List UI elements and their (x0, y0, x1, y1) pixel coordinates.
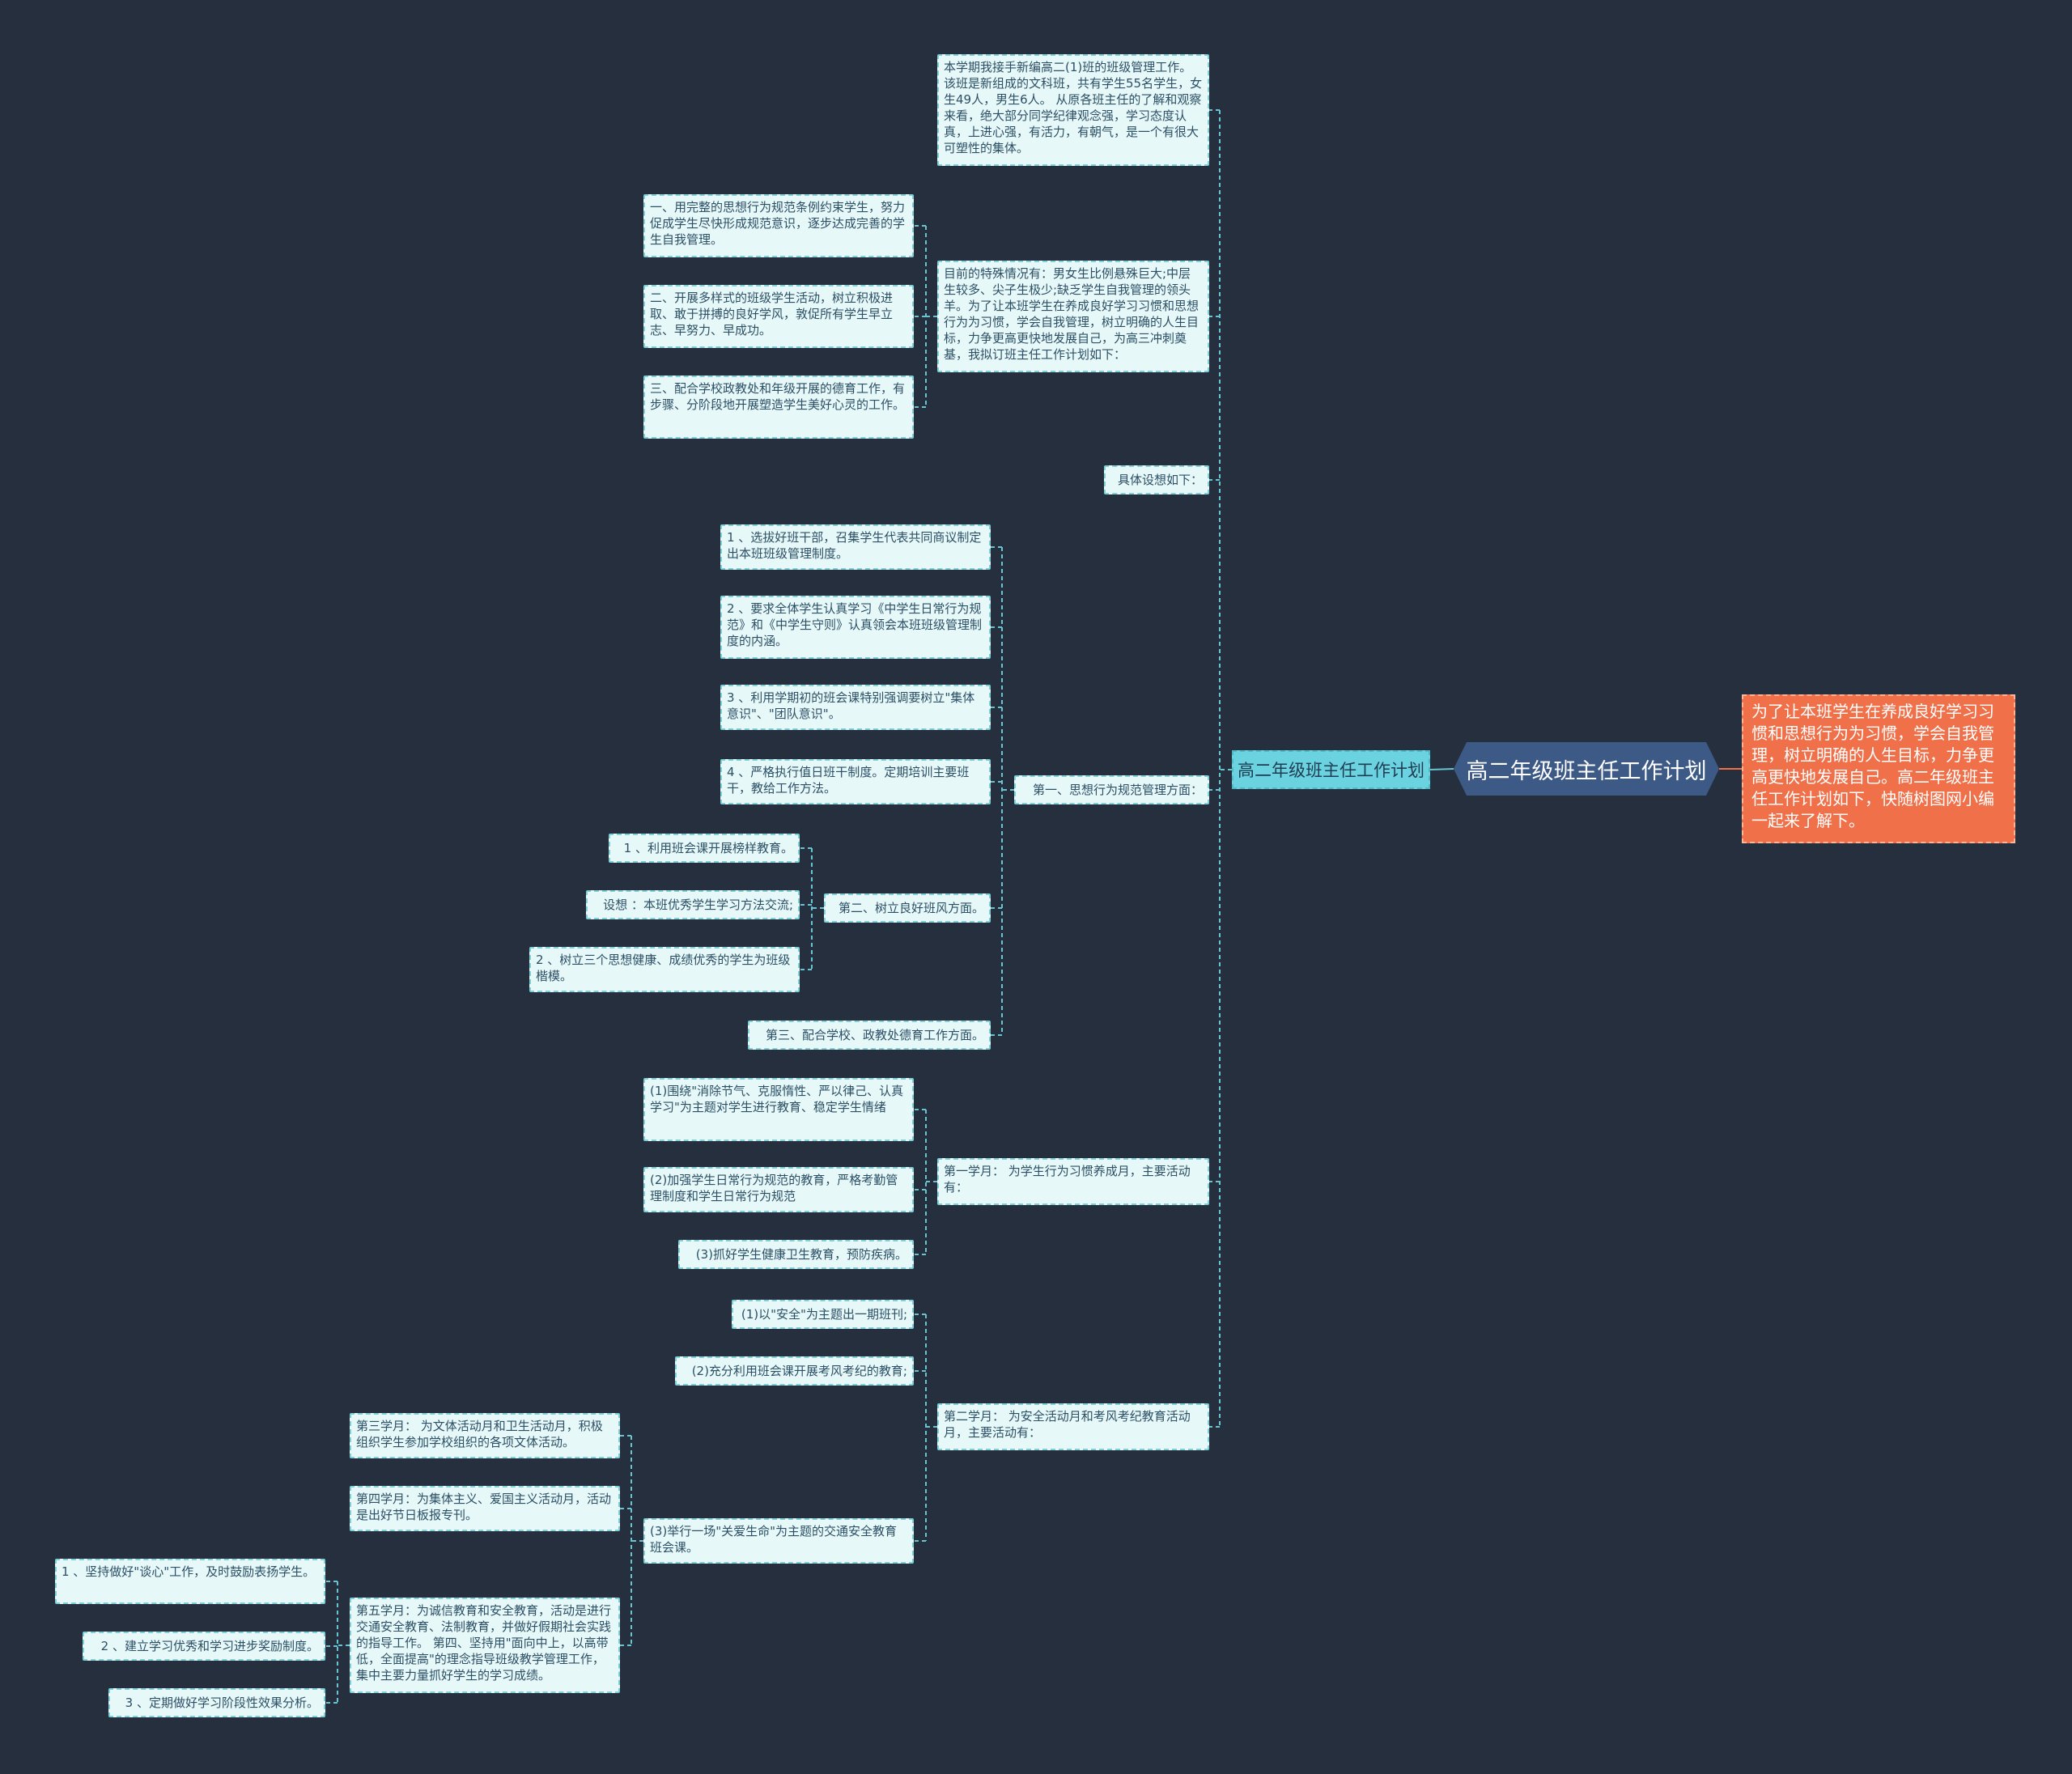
month4-node[interactable]: 第四学月：为集体主义、爱国主义活动月，活动是出好节日板报专刊。 (350, 1486, 620, 1531)
month1-item[interactable]: (3)抓好学生健康卫生教育，预防疾病。 (678, 1240, 914, 1269)
main-topic[interactable]: 高二年级班主任工作计划 (1232, 750, 1430, 789)
month3-node[interactable]: 第三学月： 为文体活动月和卫生活动月，积极组织学生参加学校组织的各项文体活动。 (350, 1413, 620, 1458)
situation-item[interactable]: 二、开展多样式的班级学生活动，树立积极进取、敢于拼搏的良好学风，敦促所有学生早立… (643, 285, 914, 348)
behavior-item[interactable]: 3 、利用学期初的班会课特别强调要树立"集体意识"、"团队意识"。 (720, 685, 991, 730)
behavior-node[interactable]: 第一、思想行为规范管理方面： (1014, 775, 1209, 804)
plan-label-node[interactable]: 具体设想如下： (1104, 465, 1209, 494)
class-style-item[interactable]: 1 、利用班会课开展榜样教育。 (609, 834, 800, 863)
month1-item[interactable]: (1)围绕"消除节气、克服惰性、严以律己、认真学习"为主题对学生进行教育、稳定学… (643, 1078, 914, 1141)
class-style-item[interactable]: 2 、树立三个思想健康、成绩优秀的学生为班级楷模。 (529, 947, 800, 992)
situation-item[interactable]: 三、配合学校政教处和年级开展的德育工作，有步骤、分阶段地开展塑造学生美好心灵的工… (643, 376, 914, 439)
month2-item[interactable]: (1)以"安全"为主题出一期班刊; (732, 1300, 914, 1329)
root-topic[interactable]: 高二年级班主任工作计划 (1454, 742, 1719, 796)
month5-item[interactable]: 3 、定期做好学习阶段性效果分析。 (108, 1688, 325, 1717)
main-connector (1429, 768, 1454, 770)
situation-node[interactable]: 目前的特殊情况有：男女生比例悬殊巨大;中层生较多、尖子生极少;缺乏学生自我管理的… (937, 261, 1209, 372)
month5-item[interactable]: 2 、建立学习优秀和学习进步奖励制度。 (83, 1632, 325, 1661)
class-style-item[interactable]: 设想 ：本班优秀学生学习方法交流; (586, 890, 800, 919)
traffic-safety-node[interactable]: (3)举行一场"关爱生命"为主题的交通安全教育班会课。 (643, 1518, 914, 1564)
summary-note[interactable]: 为了让本班学生在养成良好学习习惯和思想行为为习惯，学会自我管理，树立明确的人生目… (1742, 694, 2015, 843)
behavior-item[interactable]: 1 、选拔好班干部，召集学生代表共同商议制定出本班班级管理制度。 (720, 524, 991, 570)
class-style-node[interactable]: 第二、树立良好班风方面。 (824, 893, 991, 923)
month2-node[interactable]: 第二学月： 为安全活动月和考风考纪教育活动月，主要活动有： (937, 1403, 1209, 1450)
month5-node[interactable]: 第五学月：为诚信教育和安全教育，活动是进行交通安全教育、法制教育，并做好假期社会… (350, 1598, 620, 1693)
moral-work-node[interactable]: 第三、配合学校、政教处德育工作方面。 (748, 1021, 991, 1050)
month5-item[interactable]: 1 、坚持做好"谈心"工作，及时鼓励表扬学生。 (55, 1559, 325, 1604)
situation-item[interactable]: 一、用完整的思想行为规范条例约束学生，努力促成学生尽快形成规范意识，逐步达成完善… (643, 194, 914, 257)
month1-item[interactable]: (2)加强学生日常行为规范的教育，严格考勤管理制度和学生日常行为规范 (643, 1167, 914, 1212)
month1-node[interactable]: 第一学月： 为学生行为习惯养成月，主要活动有： (937, 1158, 1209, 1205)
behavior-item[interactable]: 4 、严格执行值日班干制度。定期培训主要班干，教给工作方法。 (720, 759, 991, 804)
month2-item[interactable]: (2)充分利用班会课开展考风考纪的教育; (675, 1356, 914, 1386)
behavior-item[interactable]: 2 、要求全体学生认真学习《中学生日常行为规范》和《中学生守则》认真领会本班班级… (720, 596, 991, 659)
intro-node[interactable]: 本学期我接手新编高二(1)班的班级管理工作。该班是新组成的文科班，共有学生55名… (937, 54, 1209, 166)
